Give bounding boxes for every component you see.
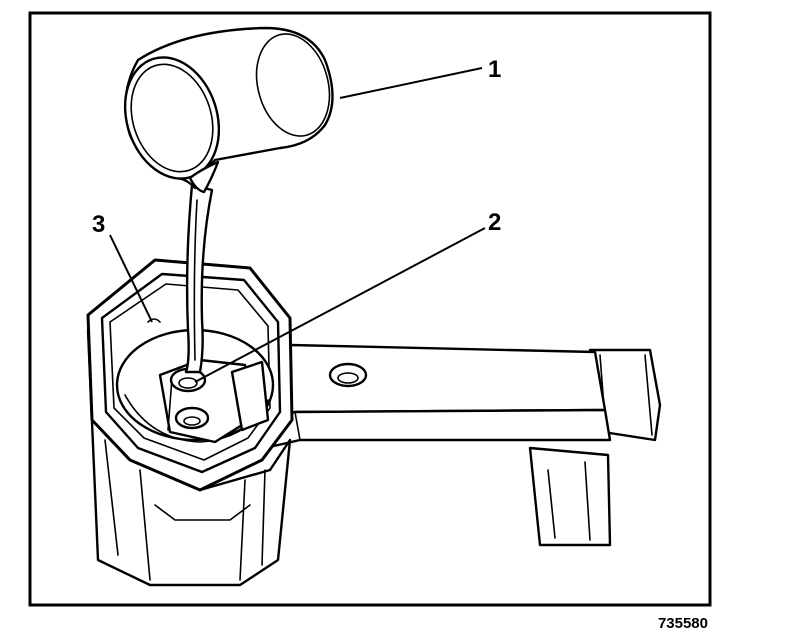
wrench-bar: [233, 343, 662, 547]
callout-2-leader: [194, 227, 486, 383]
callout-1-label: 1: [488, 56, 501, 83]
callout-1-leader: [339, 67, 483, 99]
callout-3-label: 3: [92, 211, 105, 238]
pour-container: [123, 26, 334, 194]
wrench-head: [158, 358, 270, 444]
figure-code: 735580: [658, 615, 708, 632]
callout-3-leader: [109, 234, 153, 323]
figure-frame: [28, 11, 712, 607]
pour-stream: [184, 183, 214, 374]
callout-2-label: 2: [488, 209, 501, 236]
